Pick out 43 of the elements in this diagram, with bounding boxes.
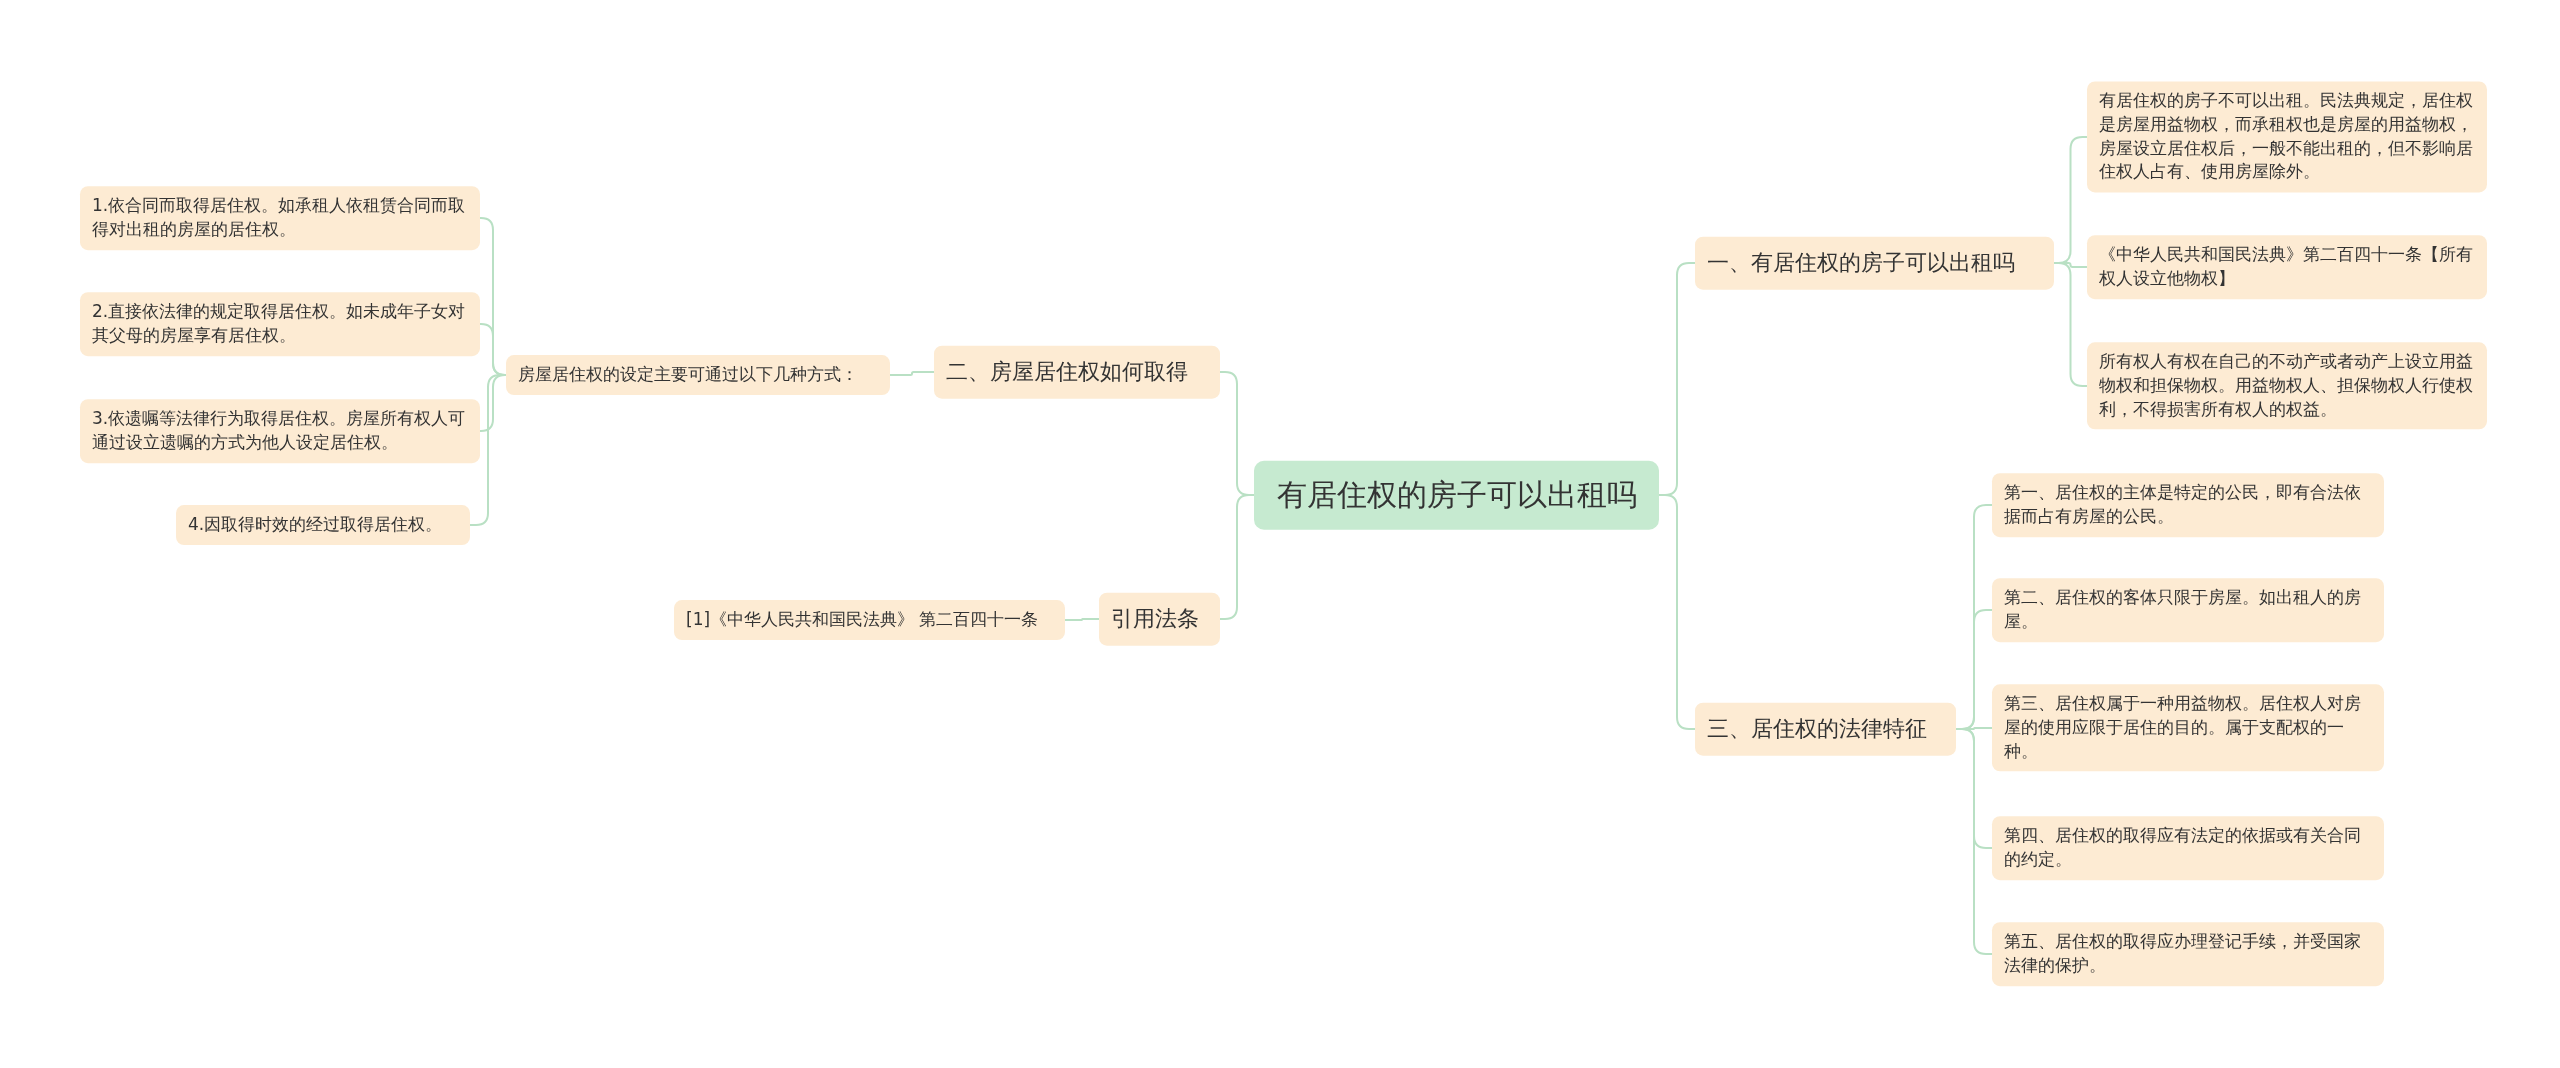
note-box (1992, 922, 2384, 986)
topic-box (1695, 236, 2054, 290)
topic-box (1695, 702, 1956, 756)
node-text: [1]《中华人民共和国民法典》 第二百四十一条 (686, 608, 1040, 632)
connector-line (1955, 728, 1993, 955)
note-box (674, 600, 1065, 640)
node-text: 有居住权的房子可以出租吗 (1275, 475, 1638, 514)
node-text: 第五、居住权的取得应办理登记手续，并受国家法律的保护。 (2004, 930, 2362, 977)
connector-line (889, 371, 935, 376)
node-text: 二、房屋居住权如何取得 (946, 357, 1189, 386)
node-text: 所有权人有权在自己的不动产或者动产上设立用益物权和担保物权。用益物权人、担保物权人行使权利，不得损害所有权人的权益。 (2099, 350, 2474, 421)
note-box (2087, 235, 2487, 299)
node-text: 三、居住权的法律特征 (1707, 714, 1928, 743)
node-text: 《中华人民共和国民法典》第二百四十一条【所有权人设立他物权】 (2099, 243, 2474, 290)
note-box (80, 399, 480, 463)
node-text: 1.依合同而取得居住权。如承租人依租赁合同而取得对出租的房屋的居住权。 (92, 194, 467, 241)
topic-box (1099, 592, 1220, 646)
node-text: 2.直接依法律的规定取得居住权。如未成年子女对其父母的房屋享有居住权。 (92, 300, 467, 347)
node-text: 有居住权的房子不可以出租。民法典规定，居住权是房屋用益物权，而承租权也是房屋的用益物权，房屋设立居住权后，一般不能出租的，但不影响居住权人占有、使用房屋除外。 (2099, 89, 2474, 184)
note-box (1992, 684, 2384, 772)
node-text: 第三、居住权属于一种用益物权。居住权人对房屋的使用应限于居住的目的。属于支配权的一种。 (2004, 692, 2362, 763)
node-text: 第二、居住权的客体只限于房屋。如出租人的房屋。 (2004, 586, 2362, 633)
node-text: 第四、居住权的取得应有法定的依据或有关合同的约定。 (2004, 824, 2362, 871)
central-topic-box (1254, 460, 1659, 530)
note-box (80, 292, 480, 356)
topic-box (934, 345, 1220, 399)
note-box (80, 186, 480, 250)
note-box (506, 355, 890, 395)
note-box (2087, 81, 2487, 193)
node-text: 引用法条 (1111, 604, 1200, 633)
note-box (176, 505, 470, 545)
connector-line (1064, 618, 1100, 621)
connector-line (469, 374, 507, 526)
node-text: 一、有居住权的房子可以出租吗 (1707, 248, 2016, 277)
node-text: 3.依遗嘱等法律行为取得居住权。房屋所有权人可通过设立遗嘱的方式为他人设定居住权。 (92, 407, 467, 454)
connector-line (1658, 494, 1696, 730)
note-box (1992, 816, 2384, 880)
node-text: 第一、居住权的主体是特定的公民，即有合法依据而占有房屋的公民。 (2004, 481, 2362, 528)
note-box (2087, 342, 2487, 430)
node-text: 房屋居住权的设定主要可通过以下几种方式： (518, 363, 859, 387)
node-text: 4.因取得时效的经过取得居住权。 (188, 513, 444, 537)
note-box (1992, 473, 2384, 537)
note-box (1992, 578, 2384, 642)
